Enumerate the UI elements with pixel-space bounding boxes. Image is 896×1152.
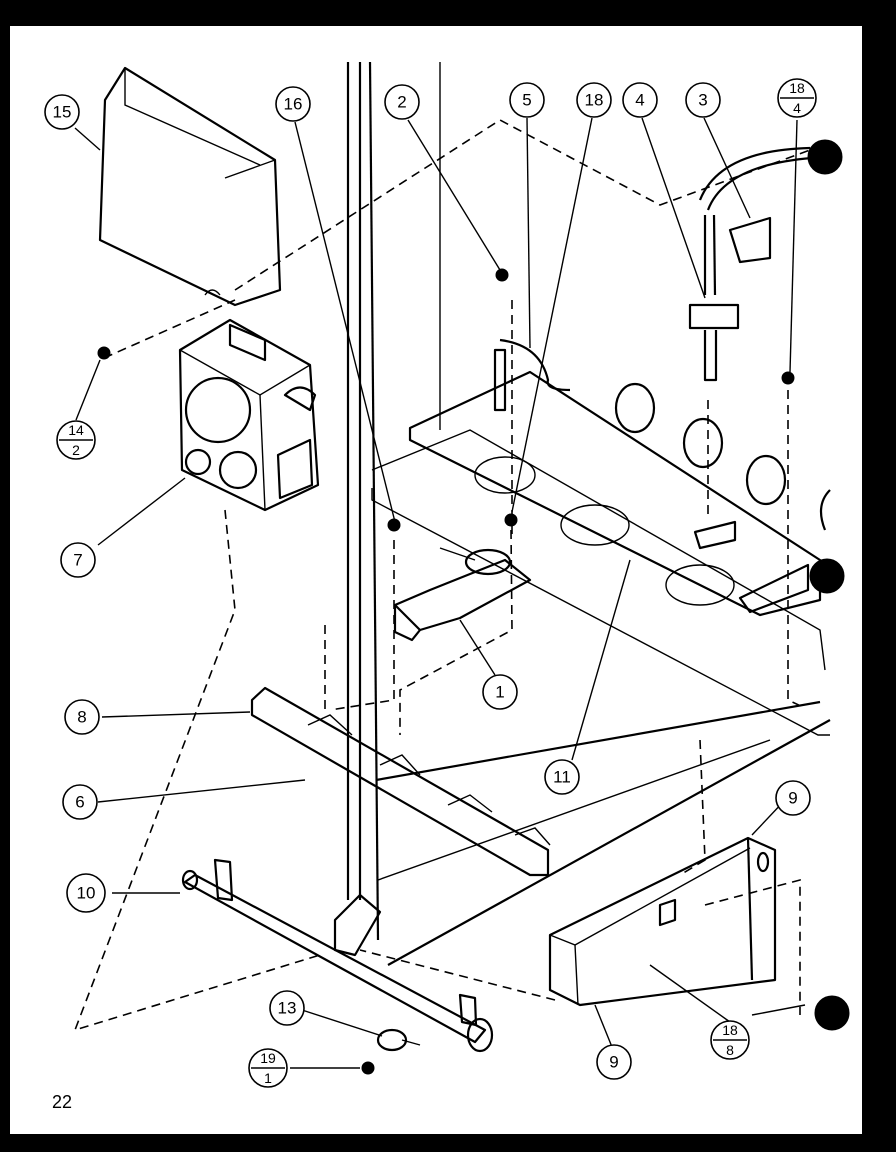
svg-text:13: 13 (278, 999, 297, 1018)
callout-19-over-1: 19 1 (248, 1048, 288, 1088)
callout-6: 6 (62, 784, 98, 820)
drawing-sheet (10, 26, 862, 1134)
svg-text:4: 4 (635, 91, 644, 110)
svg-text:7: 7 (73, 551, 82, 570)
callout-8: 8 (64, 699, 100, 735)
svg-text:9: 9 (609, 1053, 618, 1072)
svg-text:11: 11 (553, 768, 571, 787)
burner-bracket-part (250, 686, 551, 877)
gas-valve-part (178, 318, 320, 512)
svg-text:16: 16 (284, 95, 303, 114)
control-cover-part (98, 66, 282, 307)
svg-text:14: 14 (68, 422, 84, 438)
callout-7: 7 (60, 542, 96, 578)
svg-text:2: 2 (72, 442, 80, 458)
leader-lines (74, 117, 806, 1069)
assembly-paths (73, 299, 806, 1032)
registration-dot-bottom (814, 995, 850, 1031)
manifold-tube-part (181, 858, 494, 1053)
callout-16: 16 (275, 86, 311, 122)
callout-18: 18 (576, 82, 612, 118)
svg-text:18: 18 (585, 91, 604, 110)
callout-9-lower: 9 (596, 1044, 632, 1080)
callout-5: 5 (509, 82, 545, 118)
callout-10: 10 (66, 873, 106, 913)
callout-9-upper: 9 (775, 780, 811, 816)
callout-11: 11 (544, 759, 580, 795)
svg-text:1: 1 (264, 1070, 272, 1086)
svg-text:6: 6 (75, 793, 84, 812)
callout-18-over-8: 18 8 (710, 1020, 750, 1060)
callout-2: 2 (384, 84, 420, 120)
svg-text:8: 8 (77, 708, 86, 727)
callout-18-over-4: 18 4 (777, 78, 817, 118)
callout-4: 4 (622, 82, 658, 118)
svg-text:1: 1 (495, 683, 504, 702)
callout-14-over-2: 14 2 (56, 420, 96, 460)
cabinet-frame (234, 61, 831, 966)
ignitor-wiring (97, 146, 813, 1075)
svg-text:5: 5 (522, 91, 531, 110)
svg-text:3: 3 (698, 91, 707, 110)
callout-13: 13 (269, 990, 305, 1026)
svg-text:15: 15 (53, 103, 72, 122)
svg-text:19: 19 (260, 1050, 276, 1066)
svg-text:2: 2 (397, 93, 406, 112)
svg-text:8: 8 (726, 1042, 734, 1058)
pilot-burner-part (393, 547, 532, 642)
registration-dot-top (807, 139, 843, 175)
callout-3: 3 (685, 82, 721, 118)
svg-text:18: 18 (722, 1022, 738, 1038)
callout-1: 1 (482, 674, 518, 710)
callout-15: 15 (44, 94, 80, 130)
access-panel-part (548, 836, 777, 1007)
svg-text:18: 18 (789, 80, 805, 96)
svg-text:10: 10 (77, 884, 96, 903)
registration-dot-middle (809, 558, 845, 594)
svg-text:9: 9 (788, 789, 797, 808)
page-number: 22 (52, 1092, 72, 1112)
svg-text:4: 4 (793, 100, 801, 116)
